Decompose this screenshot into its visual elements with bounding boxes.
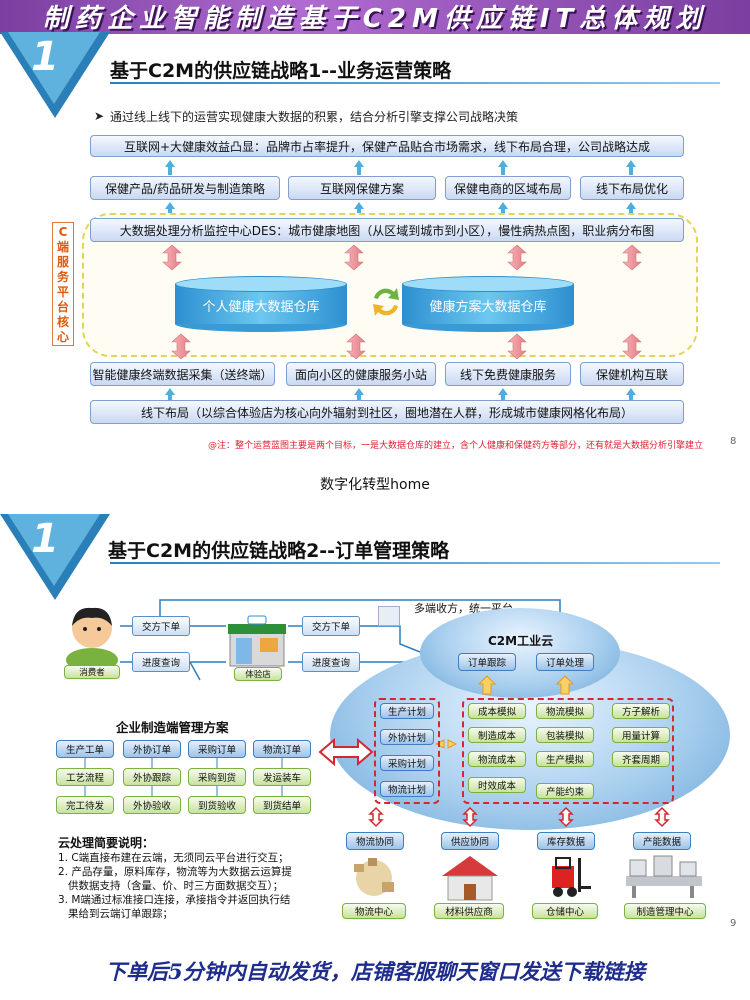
row4-box: 面向小区的健康服务小站 [286, 362, 436, 386]
desc-line: 供数据支持（含量、价、时三方面数据交互）； [58, 880, 284, 892]
cost-box: 成本模拟 [468, 703, 526, 719]
row4-box: 线下免费健康服务 [445, 362, 571, 386]
plan-group [374, 698, 440, 804]
row4-box: 智能健康终端数据采集（送终端） [90, 362, 275, 386]
row2-box: 线下布局优化 [580, 176, 684, 200]
bullet-arrow-icon: ➤ [94, 109, 105, 123]
cost-box: 时效成本 [468, 777, 526, 793]
store-order-box: 交方下单 [302, 616, 360, 636]
row4-box: 保健机构互联 [580, 362, 684, 386]
store-label: 体验店 [234, 667, 282, 681]
enterprise-box: 工艺流程 [56, 768, 114, 786]
collab-box: 库存数据 [537, 832, 595, 850]
row2-box: 保健产品/药品研发与制造策略 [90, 176, 280, 200]
health-plan-warehouse: 健康方案大数据仓库 [402, 276, 574, 332]
capacity-box: 产能约束 [536, 783, 594, 799]
collab-box: 产能数据 [633, 832, 691, 850]
store-query-box: 进度查询 [302, 652, 360, 672]
enterprise-box: 采购到货 [188, 768, 246, 786]
des-monitor-box: 大数据处理分析监控中心DES：城市健康地图（从区域到城市到小区），慢性病热点图，… [90, 218, 684, 242]
enterprise-box: 采购订单 [188, 740, 246, 758]
center-box: 制造管理中心 [624, 903, 706, 919]
forklift-icon [552, 857, 591, 897]
order-tracking-box: 订单跟踪 [458, 653, 516, 671]
desc-line: 1. C端直接布建在云端，无须同云平台进行交互； [58, 852, 289, 864]
page-number: 8 [730, 436, 737, 447]
plan-box: 物流计划 [380, 781, 434, 797]
plan-box: 生产计划 [380, 703, 434, 719]
enterprise-title: 企业制造端管理方案 [116, 720, 229, 735]
document-icon [378, 606, 400, 626]
enterprise-box: 生产工单 [56, 740, 114, 758]
consumer-order-box: 交方下单 [132, 616, 190, 636]
supplier-building-icon [442, 856, 498, 901]
section-number-badge [0, 32, 110, 118]
cost-box: 物流成本 [468, 751, 526, 767]
banner-title: 制药企业智能制造基于C2M供应链IT总体规划 [42, 4, 708, 34]
section-number-badge [0, 514, 110, 600]
slide1-note: @注：整个运营蓝图主要是两个目标，一是大数据仓库的建立，含个人健康和保健药方等部… [208, 441, 704, 451]
desc-line: 3. M端通过标准接口连接，承接指令并返回执行结 [58, 894, 291, 906]
plan-box: 外协计划 [380, 729, 434, 745]
store-icon [228, 615, 286, 667]
desc-title: 云处理简要说明： [58, 836, 155, 850]
section-number: 1 [31, 34, 59, 80]
personal-health-warehouse: 个人健康大数据仓库 [175, 276, 347, 332]
plan-box: 采购计划 [380, 755, 434, 771]
desc-line: 2. 产品存量，原料库存，物流等为大数据云运算提 [58, 866, 292, 878]
recipe-box: 用量计算 [612, 727, 670, 743]
row2-box: 保健电商的区域布局 [445, 176, 571, 200]
simulation-group [462, 698, 674, 804]
enterprise-box: 外协验收 [123, 796, 181, 814]
cloud-title: C2M工业云 [488, 634, 554, 648]
simulation-box: 物流模拟 [536, 703, 594, 719]
row2-box: 互联网保健方案 [288, 176, 436, 200]
desc-line: 果给到云端订单跟踪； [58, 908, 174, 920]
collab-box: 物流协同 [346, 832, 404, 850]
consumer-query-box: 进度查询 [132, 652, 190, 672]
enterprise-box: 到货验收 [188, 796, 246, 814]
center-box: 仓储中心 [532, 903, 598, 919]
slide1-title: 基于C2M的供应链战略1--业务运营策略 [110, 60, 452, 82]
top-goal-box: 互联网+大健康效益凸显：品牌市占率提升，保健产品贴合市场需求，线下布局合理，公司… [90, 135, 684, 157]
order-processing-box: 订单处理 [536, 653, 594, 671]
footer-notice: 下单后5分钟内自动发货，店铺客服聊天窗口发送下载链接 [105, 959, 645, 984]
slide2-title: 基于C2M的供应链战略2--订单管理策略 [108, 540, 450, 562]
enterprise-box: 外协订单 [123, 740, 181, 758]
enterprise-box: 外协跟踪 [123, 768, 181, 786]
cost-box: 制造成本 [468, 727, 526, 743]
factory-line-icon [626, 855, 702, 898]
recipe-box: 方子解析 [612, 703, 670, 719]
simulation-box: 包装模拟 [536, 727, 594, 743]
enterprise-box: 物流订单 [253, 740, 311, 758]
caption: 数字化转型home [320, 477, 430, 493]
side-label: C端服务平台核心 [52, 222, 74, 346]
recipe-box: 齐套周期 [612, 751, 670, 767]
collab-box: 供应协同 [441, 832, 499, 850]
page-number: 9 [730, 918, 737, 929]
consumer-label: 消费者 [64, 665, 120, 679]
simulation-box: 生产模拟 [536, 751, 594, 767]
enterprise-box: 完工待发 [56, 796, 114, 814]
center-box: 物流中心 [342, 903, 406, 919]
enterprise-box: 发运装车 [253, 768, 311, 786]
title-underline [110, 562, 720, 564]
consumer-avatar-icon [66, 607, 118, 668]
section-number: 1 [31, 516, 59, 562]
title-underline [110, 82, 720, 84]
logistics-globe-icon [354, 858, 394, 896]
header-banner [0, 0, 750, 34]
bottom-layout-box: 线下布局（以综合体验店为核心向外辐射到社区，圈地潜在人群，形成城市健康网格化布局… [90, 400, 684, 424]
center-box: 材料供应商 [434, 903, 504, 919]
slide1-bullet: 通过线上线下的运营实现健康大数据的积累，结合分析引擎支撑公司战略决策 [110, 110, 519, 124]
enterprise-box: 到货结单 [253, 796, 311, 814]
